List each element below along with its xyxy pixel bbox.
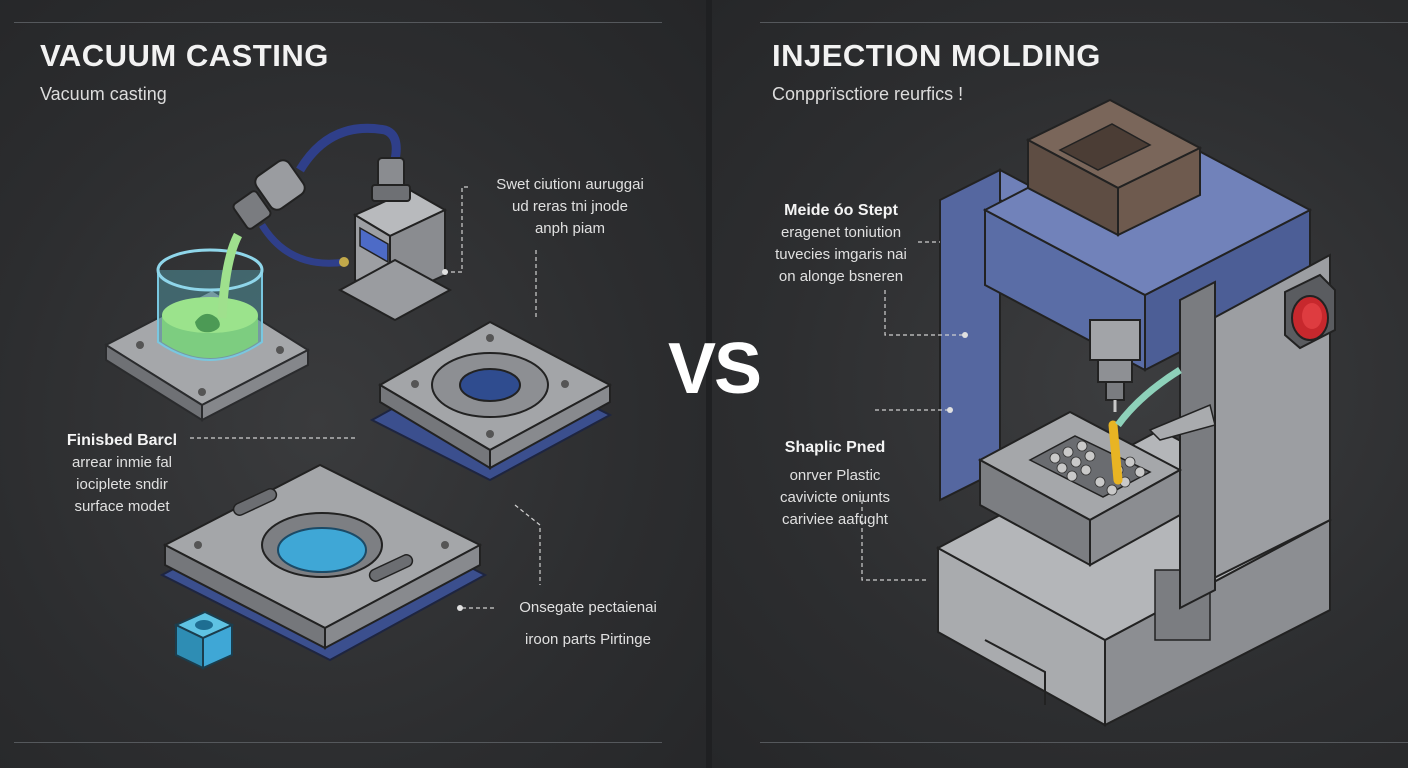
silicone-mold-bottom (159, 463, 488, 662)
callout-pump-line: Swet ciutionı auruggai (496, 176, 644, 193)
callout-plastic-line: cavivicte oniunts (779, 489, 891, 506)
callout-plastic: Shaplic Pned onrver Plastic cavivicte on… (760, 437, 910, 531)
bottom-rule-right (760, 742, 1408, 743)
callout-hopper-line: on alonge bsneren (778, 268, 904, 285)
callout-finished-part: Finisbed Barcl arrear inmie fal iociplet… (52, 430, 192, 518)
right-leader-lines (861, 241, 965, 581)
vacuum-pump (337, 157, 453, 322)
callout-hopper-heading: Meide óo Stept (784, 202, 898, 219)
panel-divider (706, 0, 712, 768)
top-rule-left (14, 22, 662, 23)
callout-hopper-line: tuvecies imgaris nai (775, 246, 907, 263)
callout-plastic-line: onrver Plastic (789, 467, 881, 484)
callout-finished-part-line: surface modet (74, 498, 170, 515)
top-rule-right (760, 22, 1408, 23)
callout-plastic-heading: Shaplic Pned (784, 439, 886, 456)
injection-molding-title: INJECTION MOLDING (772, 38, 1101, 73)
stop-button (1284, 273, 1336, 350)
injection-molding-subtitle: Conpprïsctiore reurfics ! (772, 84, 964, 104)
callout-hopper: Meide óo Stept eragenet toniution tuveci… (766, 200, 916, 288)
resin-container (156, 248, 264, 361)
callout-finished-part-line: iociplete sndir (76, 476, 168, 493)
left-leader-lines (190, 186, 541, 609)
finished-part (173, 610, 235, 670)
vs-label: VS (667, 329, 762, 409)
silicone-mold-top (369, 320, 613, 482)
callout-finished-part-line: arrear inmie fal (71, 454, 173, 471)
mold-cavity (977, 367, 1216, 567)
callout-pump-line: anph piam (534, 220, 606, 237)
vacuum-casting-subtitle: Vacuum casting (40, 84, 167, 104)
callout-mold-line: Onsegate pectaienai (519, 599, 657, 616)
hopper-block (1025, 98, 1203, 237)
bottom-rule-left (14, 742, 662, 743)
callout-finished-part-heading: Finisbed Barcl (66, 432, 178, 449)
vacuum-casting-title: VACUUM CASTING (40, 38, 329, 73)
injection-nozzle (1089, 319, 1141, 412)
callout-plastic-line: cariviee aafught (782, 511, 888, 528)
callout-pump: Swet ciutionı auruggai ud reras tni jnod… (470, 174, 670, 240)
callout-hopper-line: eragenet toniution (780, 224, 902, 241)
pour-nozzle (217, 123, 401, 319)
callout-mold-line: iroon parts Pirtinge (525, 631, 651, 648)
callout-pump-line: ud reras tni jnode (512, 198, 628, 215)
callout-mold: Onsegate pectaienai iroon parts Pirtinge (498, 592, 678, 656)
